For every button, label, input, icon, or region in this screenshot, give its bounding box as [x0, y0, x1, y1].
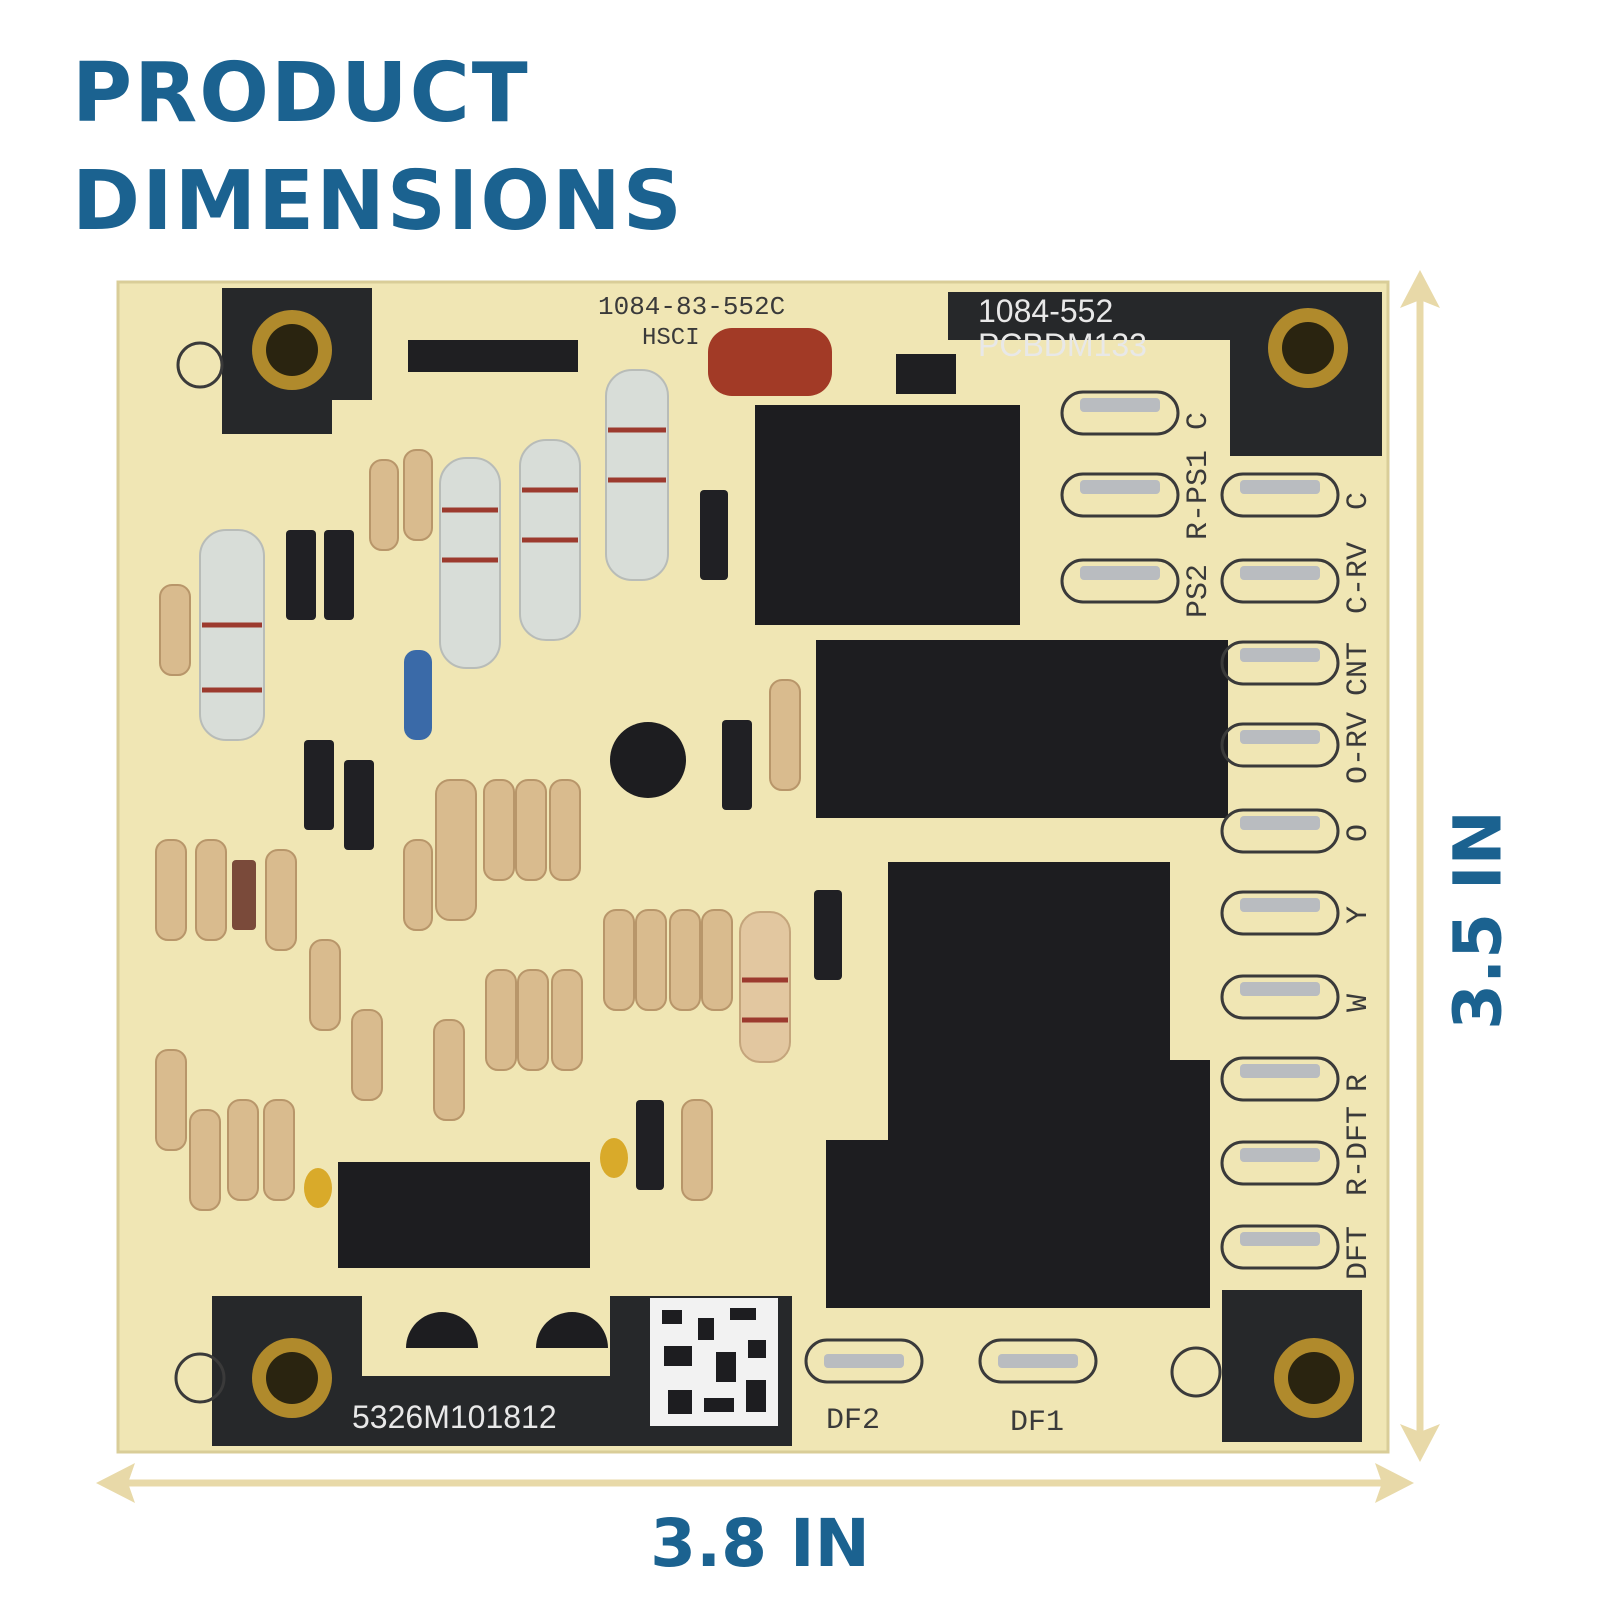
- terminal-label: R-PS1: [1182, 450, 1216, 540]
- terminal-label: Y: [1342, 906, 1376, 924]
- ic-chip: [338, 1162, 590, 1268]
- terminal-label: PS2: [1182, 564, 1216, 618]
- spade-terminals: [804, 390, 1340, 1384]
- df2-label: DF2: [826, 1404, 880, 1438]
- terminal-label: O-RV: [1342, 712, 1376, 784]
- terminal-label: C-RV: [1342, 542, 1376, 614]
- mounting-hole: [252, 310, 332, 390]
- board-part-number: 1084-83-552C: [598, 292, 785, 322]
- board-label-2: PCBDM133: [978, 327, 1147, 363]
- terminal-label: C: [1342, 492, 1376, 510]
- terminal-label: O: [1342, 824, 1376, 842]
- width-dimension-label: 3.8 IN: [650, 1505, 870, 1582]
- terminal-label: DFT: [1342, 1226, 1376, 1280]
- circuit-board: 1084-83-552C HSCI 1084-552 PCBDM133 5326…: [116, 280, 1390, 1454]
- relay: [816, 640, 1228, 818]
- terminal-label: C: [1182, 412, 1216, 430]
- page-title: PRODUCT DIMENSIONS: [72, 40, 684, 256]
- terminal-label: R: [1342, 1074, 1376, 1092]
- board-serial: 5326M101812: [352, 1399, 557, 1435]
- height-arrow: [1400, 270, 1440, 1462]
- terminal-label: R-DFT: [1342, 1106, 1376, 1196]
- relay: [755, 405, 1020, 625]
- data-matrix-code: [650, 1298, 778, 1426]
- title-line-2: DIMENSIONS: [72, 154, 684, 249]
- title-line-1: PRODUCT: [72, 46, 530, 141]
- width-arrow: [96, 1463, 1414, 1503]
- height-dimension-label: 3.5 IN: [1439, 810, 1517, 1030]
- relay: [826, 862, 1210, 1308]
- terminal-label: CNT: [1342, 642, 1376, 696]
- board-label-1: 1084-552: [978, 293, 1113, 329]
- df1-label: DF1: [1010, 1406, 1064, 1440]
- mounting-hole: [1268, 308, 1348, 388]
- mounting-hole: [1274, 1338, 1354, 1418]
- mounting-hole: [252, 1338, 332, 1418]
- board-hsci-label: HSCI: [642, 325, 700, 352]
- terminal-label: W: [1342, 994, 1376, 1012]
